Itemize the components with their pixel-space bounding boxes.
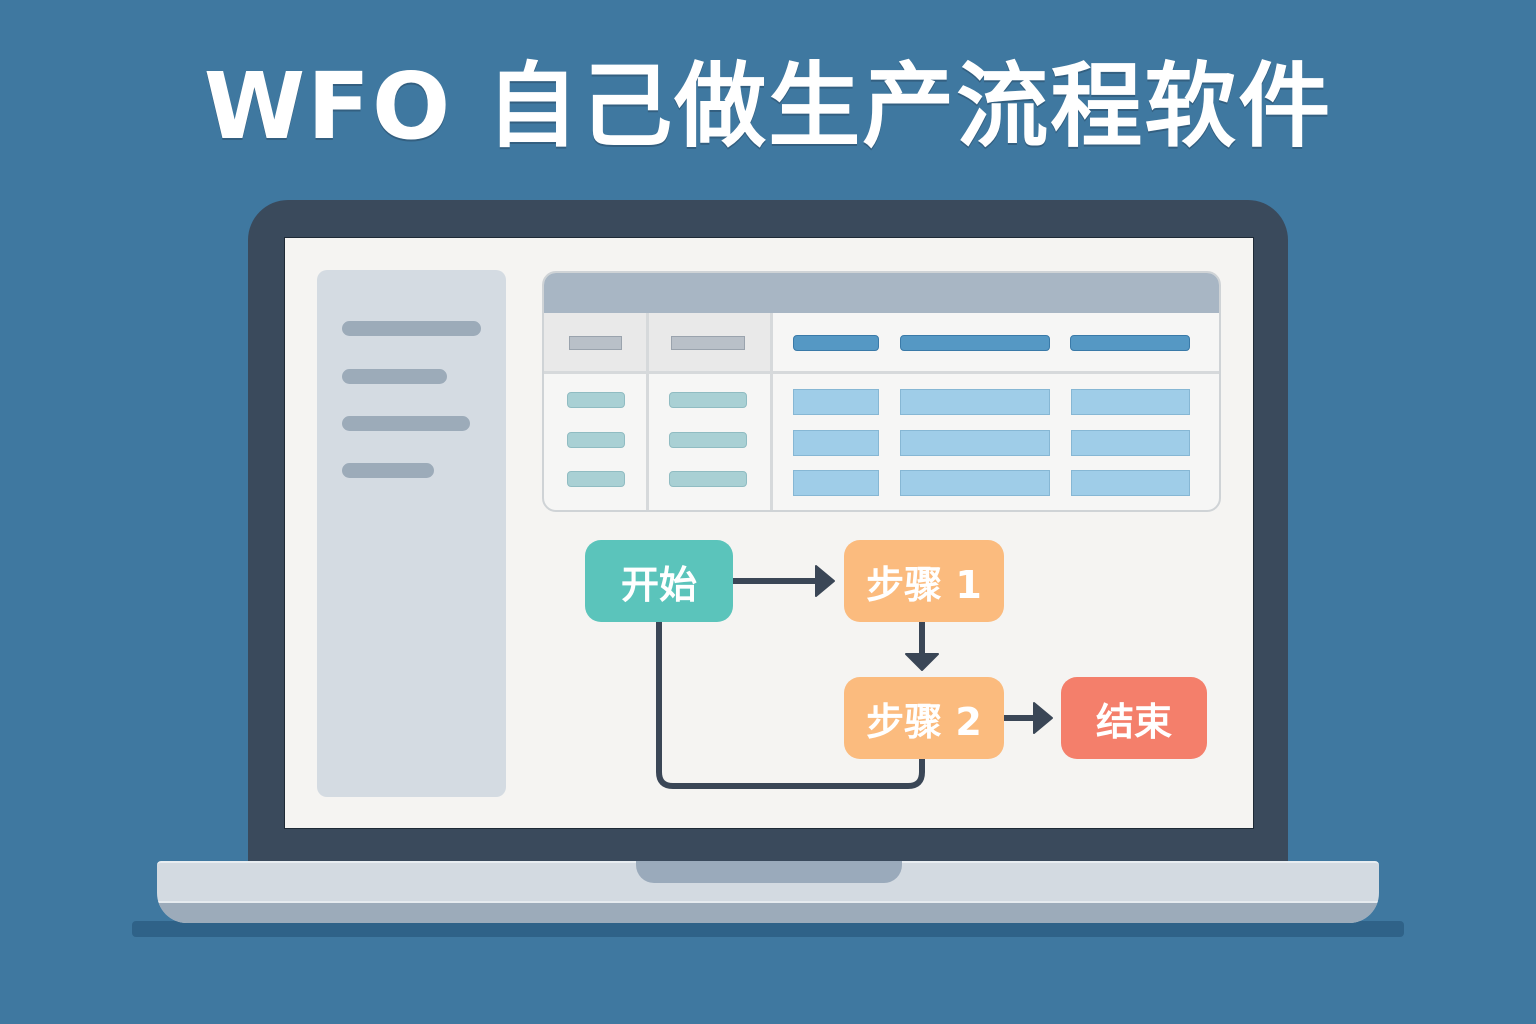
table-header-cell[interactable]	[900, 335, 1050, 351]
sidebar-item-placeholder[interactable]	[342, 321, 481, 336]
sidebar-item-placeholder[interactable]	[342, 369, 447, 384]
laptop-base-front	[157, 901, 1379, 923]
data-table	[542, 271, 1221, 512]
flow-node-start[interactable]: 开始	[585, 540, 733, 622]
table-divider	[770, 313, 773, 510]
table-cell[interactable]	[1071, 470, 1190, 496]
table-cell[interactable]	[900, 470, 1050, 496]
table-cell[interactable]	[567, 392, 625, 408]
flow-node-end[interactable]: 结束	[1061, 677, 1207, 759]
sidebar-panel	[317, 270, 506, 797]
table-header-cell[interactable]	[793, 335, 879, 351]
table-header-cell[interactable]	[1070, 335, 1190, 351]
table-cell[interactable]	[669, 471, 747, 487]
table-cell[interactable]	[669, 392, 747, 408]
table-cell[interactable]	[1071, 389, 1190, 415]
table-cell[interactable]	[900, 430, 1050, 456]
table-cell[interactable]	[900, 389, 1050, 415]
sidebar-item-placeholder[interactable]	[342, 416, 470, 431]
table-cell[interactable]	[567, 471, 625, 487]
table-cell[interactable]	[793, 389, 879, 415]
sidebar-item-placeholder[interactable]	[342, 463, 434, 478]
table-cell[interactable]	[793, 470, 879, 496]
table-cell[interactable]	[793, 430, 879, 456]
table-divider	[544, 371, 1219, 374]
table-cell[interactable]	[1071, 430, 1190, 456]
table-header-cell[interactable]	[569, 336, 622, 350]
table-cell[interactable]	[669, 432, 747, 448]
flow-node-step2[interactable]: 步骤 2	[844, 677, 1004, 759]
table-title-bar	[544, 273, 1219, 313]
laptop-shadow	[132, 921, 1404, 937]
table-header-cell[interactable]	[671, 336, 745, 350]
table-divider	[646, 313, 649, 510]
flow-node-step1[interactable]: 步骤 1	[844, 540, 1004, 622]
page-title: WFO 自己做生产流程软件	[203, 53, 1333, 160]
table-cell[interactable]	[567, 432, 625, 448]
laptop-hinge-notch	[636, 861, 902, 883]
